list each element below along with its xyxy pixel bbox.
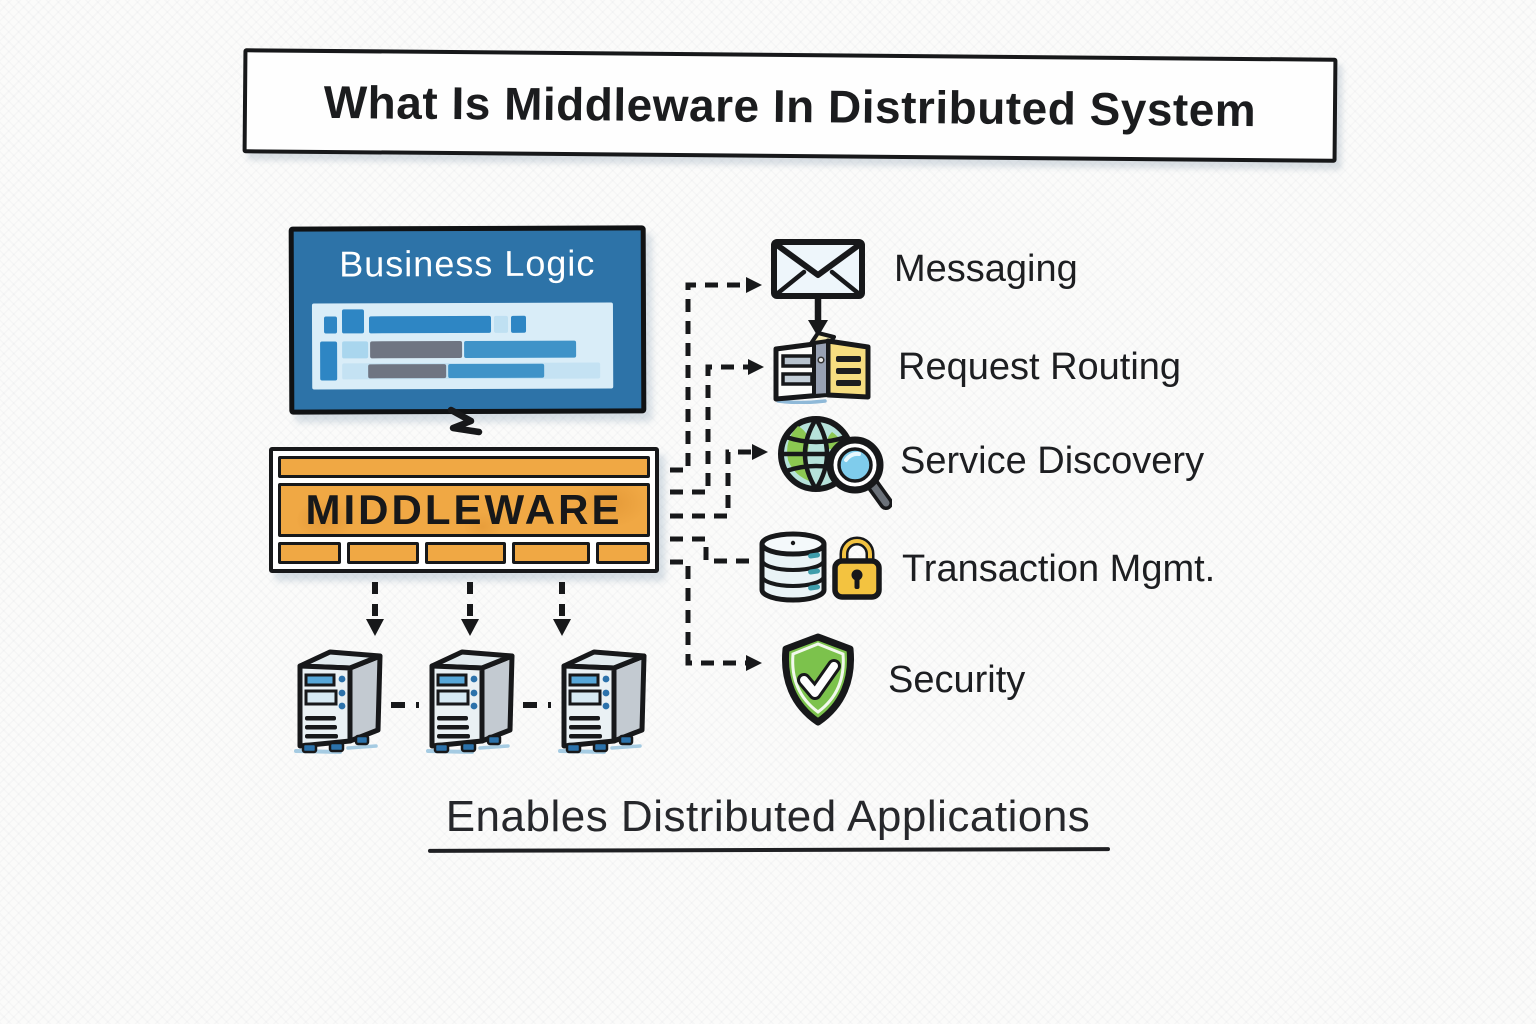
feature-label-service-discovery: Service Discovery bbox=[900, 439, 1205, 482]
feature-transaction-mgmt: Transaction Mgmt. bbox=[754, 528, 1215, 610]
feature-label-request-routing: Request Routing bbox=[898, 345, 1182, 388]
middleware-top-strip bbox=[278, 456, 650, 479]
code-bar bbox=[323, 316, 338, 334]
arrowhead bbox=[553, 619, 571, 636]
middleware-cell bbox=[596, 542, 650, 564]
server-icon bbox=[426, 649, 515, 754]
business-logic-box: Business Logic bbox=[288, 225, 647, 415]
middleware-cell bbox=[425, 542, 506, 564]
shield-check-icon bbox=[781, 633, 855, 726]
middleware-cell bbox=[347, 542, 419, 564]
code-bar bbox=[341, 309, 365, 334]
code-bar bbox=[448, 363, 545, 379]
server-icon bbox=[294, 649, 383, 754]
server-icon bbox=[558, 649, 647, 754]
feature-security: Security bbox=[774, 632, 1025, 728]
middleware-box: MIDDLEWARE bbox=[269, 447, 659, 573]
code-bar bbox=[464, 340, 577, 359]
globe-search-icon bbox=[778, 416, 892, 510]
code-bar bbox=[510, 315, 527, 333]
arrowhead bbox=[748, 359, 764, 375]
feature-request-routing: Request Routing bbox=[770, 330, 1181, 404]
feature-label-transaction-mgmt: Transaction Mgmt. bbox=[902, 547, 1216, 590]
feature-service-discovery: Service Discovery bbox=[776, 410, 1204, 512]
feature-messaging: Messaging bbox=[770, 238, 1078, 300]
footer-caption: Enables Distributed Applications bbox=[445, 792, 1091, 841]
arrowhead bbox=[746, 655, 762, 671]
code-bar bbox=[342, 341, 369, 359]
down-arrow-icon bbox=[808, 296, 828, 337]
code-bar bbox=[493, 315, 509, 333]
code-bar bbox=[370, 341, 463, 359]
connector-request-routing bbox=[670, 364, 748, 495]
middleware-cell-row bbox=[278, 542, 650, 564]
page-title: What Is Middleware In Distributed System bbox=[323, 75, 1257, 136]
middleware-cell bbox=[512, 542, 590, 564]
feature-label-messaging: Messaging bbox=[894, 247, 1078, 290]
envelope-icon bbox=[771, 239, 865, 299]
connector-transaction bbox=[670, 536, 750, 564]
arrowhead bbox=[366, 619, 384, 636]
connector-service-discovery bbox=[670, 449, 752, 519]
code-panel bbox=[311, 302, 614, 390]
database-lock-icon bbox=[759, 531, 882, 603]
middleware-cell bbox=[278, 542, 341, 564]
connector-security bbox=[670, 559, 746, 666]
business-logic-label: Business Logic bbox=[339, 242, 596, 285]
code-bar bbox=[368, 364, 447, 379]
code-bar bbox=[368, 315, 492, 334]
middleware-main: MIDDLEWARE bbox=[278, 483, 650, 538]
middleware-label: MIDDLEWARE bbox=[305, 486, 623, 534]
arrowhead bbox=[746, 277, 762, 293]
router-icon bbox=[773, 331, 871, 404]
arrowhead bbox=[461, 619, 479, 636]
connector-messaging bbox=[670, 282, 746, 473]
arrowhead bbox=[752, 444, 768, 460]
code-bar bbox=[320, 341, 338, 381]
footer-underline bbox=[427, 847, 1111, 853]
feature-label-security: Security bbox=[888, 658, 1026, 701]
title-box: What Is Middleware In Distributed System bbox=[242, 48, 1338, 163]
